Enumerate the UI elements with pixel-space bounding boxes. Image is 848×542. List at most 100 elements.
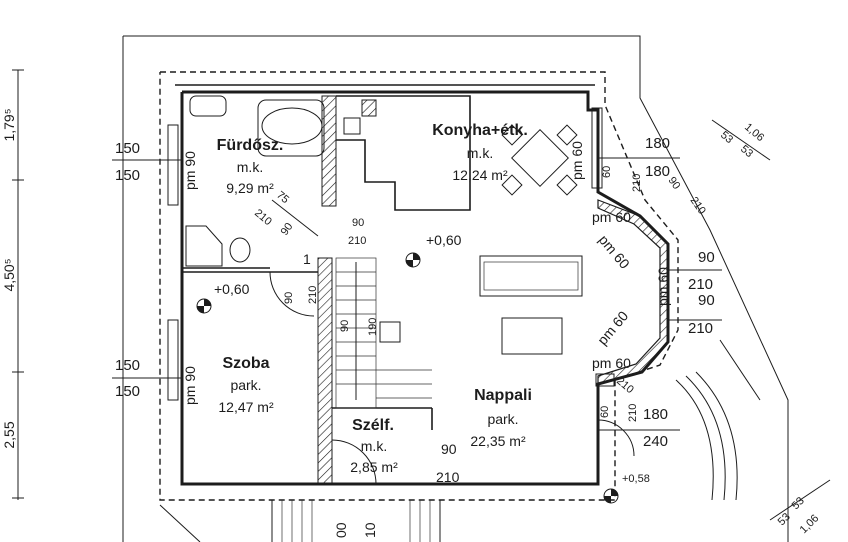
dim-210-c: 210 (688, 276, 713, 293)
dim-90-bath: 90 (279, 221, 296, 238)
room-area-kitchen: 12,24 m² (452, 167, 508, 183)
room-area-room: 12,47 m² (218, 399, 274, 415)
dim-pm60-bay-1: pm 60 (592, 209, 631, 225)
room-name-living: Nappali (474, 387, 532, 404)
diag-dim-b-top: 53 (718, 129, 735, 146)
room-area-bath: 9,29 m² (226, 180, 274, 196)
diag-dim-top (711, 119, 771, 161)
roof-outline (123, 35, 789, 542)
dim-pm60-bay-5: pm 60 (592, 355, 631, 371)
toilet (229, 237, 251, 263)
room-area-living: 22,35 m² (470, 433, 526, 449)
roof-diagonal-left (159, 504, 201, 542)
washbasin (189, 95, 227, 117)
wall-bath-kitchen (321, 95, 337, 207)
window-room (167, 319, 179, 401)
diag-dim-bottom (769, 479, 831, 521)
dim-60-side: 60 (599, 406, 611, 418)
dim-210-a: 210 (631, 174, 643, 192)
dim-210-d: 210 (688, 320, 713, 337)
porch-arcs (675, 371, 738, 501)
door-swing-room (269, 271, 315, 317)
dim-180-a: 180 (645, 135, 670, 152)
dim-150-b: 150 (115, 167, 140, 184)
left-dim-2: 4,50⁵ (1, 258, 17, 291)
dining-chair-2 (556, 124, 578, 146)
dim-60-a: 60 (601, 166, 613, 178)
sofa (479, 255, 583, 297)
dim-90-kitchen-door: 90 (352, 217, 364, 229)
dim-pm90-bath: pm 90 (182, 151, 198, 190)
dim-150-c: 150 (115, 357, 140, 374)
coffee-table (501, 317, 563, 355)
room-name-bath: Fürdősz. (217, 137, 284, 154)
dim-150-d: 150 (115, 383, 140, 400)
kitchen-counter (336, 95, 471, 211)
dining-chair-1 (501, 124, 523, 146)
door-swing-side (597, 419, 635, 457)
diag-dim-c-top: 53 (738, 143, 755, 160)
dim-90-room-door: 90 (283, 292, 295, 304)
level-hall: +0,60 (426, 232, 462, 248)
diag-dim-a-bottom: 1,06 (798, 512, 822, 536)
dim-pm60-bay-3: pm 60 (655, 267, 671, 306)
room-floor-bath: m.k. (237, 159, 263, 175)
dim-pm60-kitchen: pm 60 (569, 141, 585, 180)
diag-dim-b-bottom: 53 (776, 511, 793, 528)
room-floor-room: park. (230, 377, 261, 393)
level-entry: +0,58 (622, 473, 650, 485)
kitchen-sink (343, 117, 361, 135)
dim-10: 10 (362, 522, 378, 538)
dim-180-b: 180 (645, 163, 670, 180)
roof-diagonal-right (719, 339, 761, 401)
dim-210-bath: 210 (252, 207, 274, 228)
bath-door-line (271, 199, 319, 237)
kitchen-hob (361, 99, 377, 117)
dim-pm60-bay-2: pm 60 (596, 232, 633, 272)
level-marker-entry (603, 488, 619, 504)
room-name-room: Szoba (222, 355, 269, 372)
dim-240: 240 (643, 433, 668, 450)
dim-210-bay-top: 210 (688, 195, 708, 217)
dim-150-a: 150 (115, 140, 140, 157)
floor-outline-dashed (159, 71, 679, 501)
shower (185, 225, 223, 267)
dim-180-c: 180 (643, 406, 668, 423)
room-name-wind: Szélf. (352, 417, 394, 434)
dim-90-b: 90 (698, 249, 715, 266)
diag-dim-a-top: 1,06 (742, 121, 766, 144)
room-name-kitchen: Konyha+étk. (432, 122, 528, 139)
door-swing-entry (331, 439, 377, 485)
dim-190: 190 (367, 318, 379, 336)
dining-chair-4 (556, 174, 578, 196)
bathtub-frame (257, 99, 325, 157)
window-entry (595, 373, 615, 387)
dining-chair-3 (501, 174, 523, 196)
dining-table (511, 129, 569, 187)
dim-210-entry: 210 (436, 469, 460, 485)
level-marker-room (196, 298, 212, 314)
staircase (335, 257, 432, 409)
entry-steps (271, 500, 441, 542)
left-dim-3: 2,55 (1, 421, 17, 448)
dim-90-bay-top: 90 (666, 175, 683, 192)
wall-room-hall (317, 257, 333, 485)
dim-210-side: 210 (627, 404, 639, 422)
dim-90-stair: 90 (339, 320, 351, 332)
dim-1: 1 (303, 251, 311, 267)
dim-pm60-bay-4: pm 60 (594, 308, 631, 348)
dim-pm90-room: pm 90 (182, 366, 198, 405)
window-bath (167, 124, 179, 206)
room-area-wind: 2,85 m² (350, 459, 398, 475)
sofa-back (483, 261, 579, 291)
bay-window (597, 199, 669, 385)
dim-210-room-door: 210 (307, 286, 319, 304)
room-floor-wind: m.k. (361, 438, 387, 454)
dim-210-kitchen-door: 210 (348, 235, 366, 247)
dim-90-c: 90 (698, 292, 715, 309)
level-marker-hall (405, 252, 421, 268)
room-floor-kitchen: m.k. (467, 145, 493, 161)
room-floor-living: park. (487, 411, 518, 427)
bathtub (261, 107, 323, 145)
